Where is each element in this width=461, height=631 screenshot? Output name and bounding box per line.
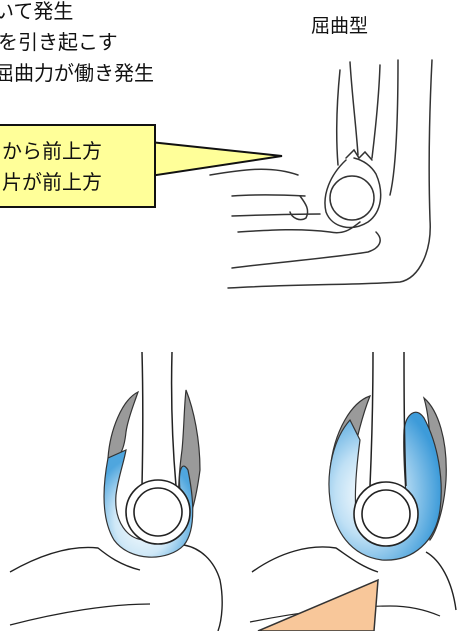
forearm-line-1 (232, 195, 305, 196)
fracture-sketch (210, 60, 432, 288)
trochlea-circle (330, 176, 374, 220)
outer-line-left (337, 70, 340, 165)
orange-pointer (258, 580, 378, 631)
humerus-left-posterior (172, 352, 176, 486)
anterior-fat-pad-left (108, 392, 138, 459)
distal-fragment (325, 158, 381, 227)
callout-box: から前上方 片が前上方 (0, 124, 156, 208)
humerus-line-left (350, 62, 358, 155)
lower-contour-left (10, 604, 150, 625)
olecranon-contour-right (426, 552, 456, 610)
callout-pointer (150, 142, 282, 176)
olecranon-contour-left (184, 545, 222, 631)
humerus-line-right (372, 65, 380, 158)
elbow-diagram-right (250, 352, 456, 622)
condyle-inner-right (362, 490, 410, 538)
outer-line-right (390, 60, 398, 195)
forearm-line-4 (232, 232, 380, 268)
upper-contour (210, 169, 298, 175)
olecranon-line (290, 196, 308, 220)
fracture-edge (346, 150, 372, 160)
forearm-line-3 (238, 222, 360, 233)
callout-line-1: から前上方 (0, 136, 154, 167)
elbow-diagram-left (10, 352, 222, 631)
forearm-contour-left (10, 547, 140, 572)
humerus-right-anterior (370, 352, 373, 486)
humerus-left-anterior (142, 352, 143, 486)
condyle-inner-left (134, 488, 182, 536)
outer-skin-line (228, 60, 432, 288)
callout-line-2: 片が前上方 (0, 167, 154, 198)
